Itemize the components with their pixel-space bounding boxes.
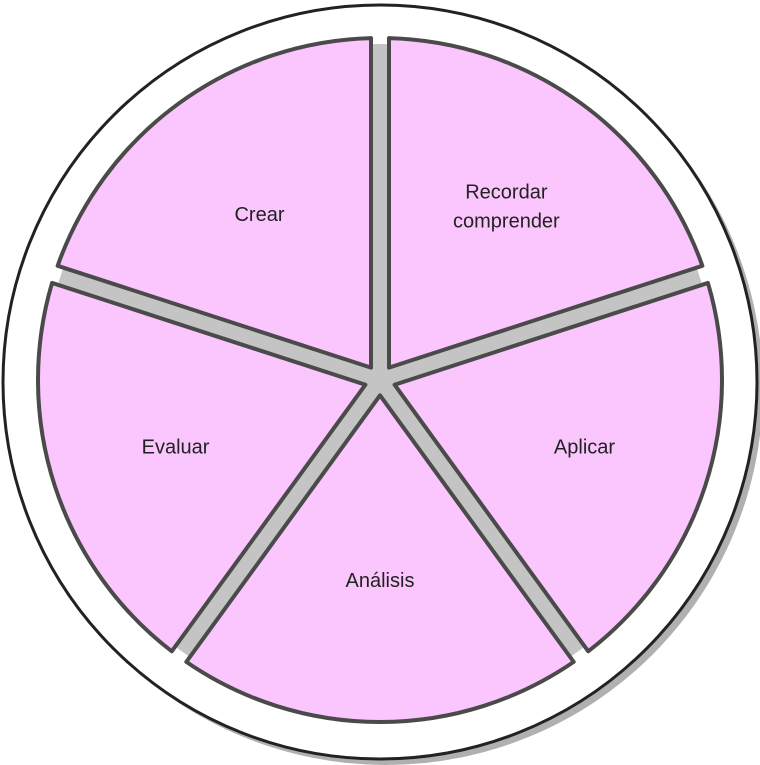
segment-label: Crear xyxy=(234,204,284,226)
segment-label: Aplicar xyxy=(554,436,615,458)
segment-label: Recordar xyxy=(465,182,548,204)
segment-3 xyxy=(36,280,368,654)
segment-0 xyxy=(387,36,705,370)
segment-label: Análisis xyxy=(346,570,415,592)
segment-label: Evaluar xyxy=(142,436,210,458)
segment-4 xyxy=(55,36,373,370)
segment-1 xyxy=(392,280,724,654)
segment-2 xyxy=(184,393,576,724)
segment-label: comprender xyxy=(453,211,560,233)
